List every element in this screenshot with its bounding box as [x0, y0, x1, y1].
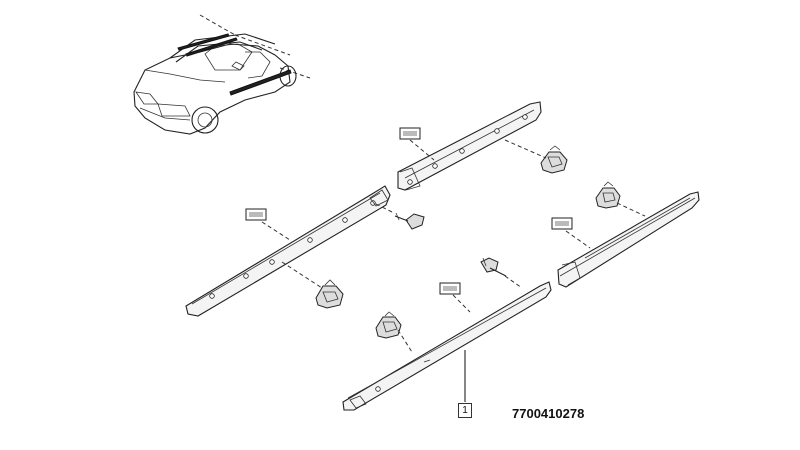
clip-icon: [315, 279, 344, 309]
screw-icon: [480, 257, 507, 277]
clip-icon: [540, 145, 568, 174]
screw-icon: [394, 212, 425, 230]
front-wing-molding: [342, 281, 552, 411]
clip-icon: [595, 181, 621, 209]
adhesive-label-icon: [399, 127, 421, 140]
clip-icon: [375, 311, 402, 339]
car-overview-illustration: [133, 14, 311, 135]
adhesive-label-icon: [439, 282, 461, 295]
adhesive-label-icon: [551, 217, 573, 230]
part-callout-box: 1: [458, 403, 472, 418]
rear-door-molding: [397, 101, 542, 191]
reference-number: 7700410278: [512, 406, 585, 421]
rear-wing-molding: [557, 191, 700, 288]
adhesive-label-icon: [245, 208, 267, 221]
front-door-molding: [185, 185, 391, 317]
